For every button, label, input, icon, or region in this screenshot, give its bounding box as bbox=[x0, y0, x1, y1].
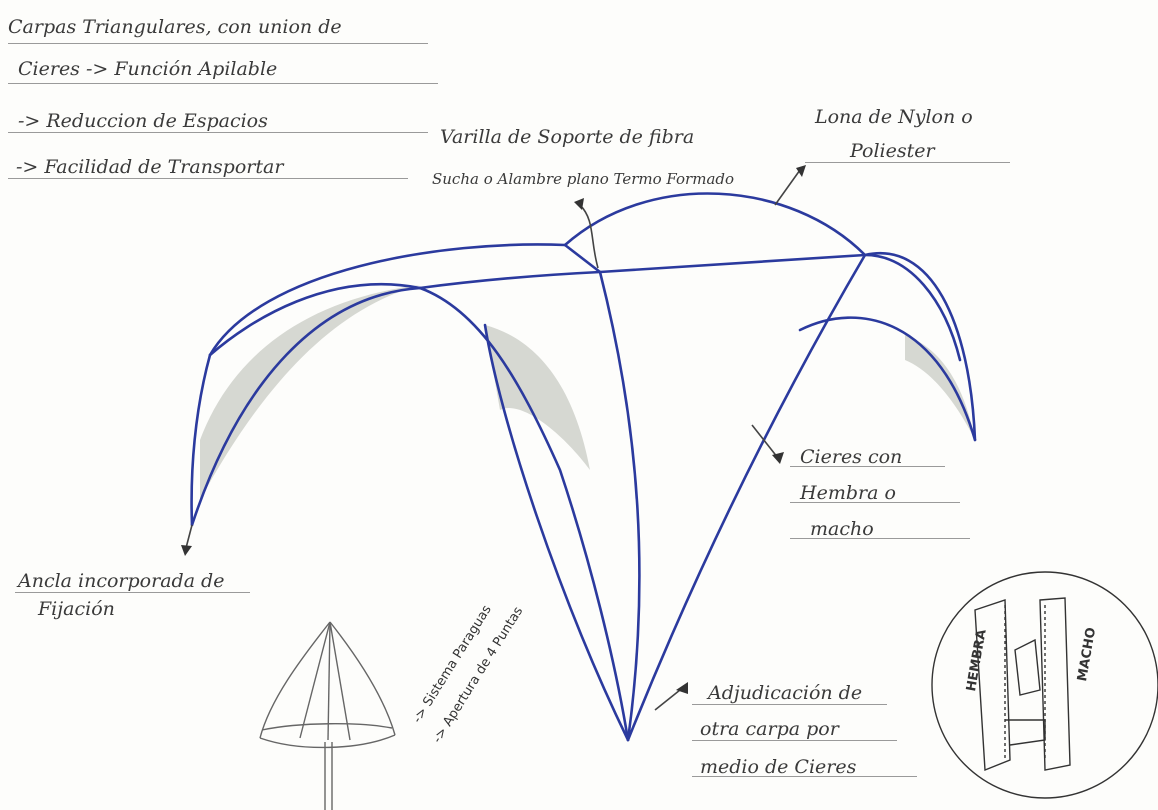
cieres-rule-1 bbox=[790, 466, 945, 467]
adj-rule-3 bbox=[692, 776, 917, 777]
center-leg-inner bbox=[483, 323, 630, 742]
lona-rule bbox=[805, 162, 1010, 163]
cieres-label-2: Hembra o bbox=[800, 482, 896, 504]
cieres-rule-3 bbox=[790, 538, 970, 539]
adj-pointer bbox=[654, 689, 681, 711]
right-shaded-panel bbox=[905, 335, 975, 440]
note-rule-4 bbox=[8, 178, 408, 179]
adj-rule-1 bbox=[692, 704, 887, 705]
ridge-line-right bbox=[563, 192, 867, 257]
cieres-label-1: Cieres con bbox=[800, 446, 903, 468]
ridge-center bbox=[563, 243, 867, 274]
ancla-rule bbox=[15, 592, 250, 593]
ancla-label-1: Ancla incorporada de bbox=[18, 570, 225, 592]
cieres-pointer bbox=[751, 424, 779, 459]
ridge-line-left bbox=[208, 243, 567, 357]
adj-label-1: Adjudicación de bbox=[708, 682, 863, 704]
cieres-rule-2 bbox=[790, 502, 960, 503]
lona-label-1: Lona de Nylon o bbox=[815, 106, 973, 128]
ridge-front bbox=[418, 270, 602, 290]
note-rule-3 bbox=[8, 132, 428, 133]
zipper-detail bbox=[931, 571, 1158, 799]
ancla-pointer bbox=[185, 524, 193, 549]
right-arc-top bbox=[863, 253, 962, 362]
note-line-3: -> Reduccion de Espacios bbox=[18, 110, 268, 132]
varilla-label-1: Varilla de Soporte de fibra bbox=[440, 126, 695, 148]
note-rule-2 bbox=[8, 83, 438, 84]
left-arc-inner bbox=[190, 286, 422, 527]
left-arc-outer bbox=[190, 353, 212, 527]
left-shaded-panel bbox=[200, 285, 420, 500]
center-shaded-panel bbox=[485, 325, 590, 470]
ancla-label-2: Fijación bbox=[38, 598, 115, 620]
note-line-2: Cieres -> Función Apilable bbox=[18, 58, 278, 80]
varilla-label-2: Sucha o Alambre plano Termo Formado bbox=[432, 170, 735, 188]
center-leg-far bbox=[626, 253, 867, 742]
left-arc-top bbox=[208, 282, 422, 357]
adj-label-3: medio de Cieres bbox=[700, 756, 857, 778]
center-leg-right bbox=[598, 270, 641, 742]
right-arc-inner bbox=[798, 316, 977, 442]
note-line-4: -> Facilidad de Transportar bbox=[16, 156, 284, 178]
note-line-1: Carpas Triangulares, con union de bbox=[8, 16, 342, 38]
cieres-label-3: macho bbox=[810, 518, 874, 540]
lona-label-2: Poliester bbox=[850, 140, 935, 162]
adj-rule-2 bbox=[692, 740, 897, 741]
note-rule-1 bbox=[8, 43, 428, 44]
lona-pointer bbox=[774, 169, 801, 206]
center-leg-left bbox=[418, 286, 630, 742]
varilla-pointer bbox=[579, 204, 599, 269]
right-arc-outer bbox=[863, 252, 977, 442]
adj-label-2: otra carpa por bbox=[700, 718, 839, 740]
umbrella-sketch bbox=[259, 621, 396, 810]
